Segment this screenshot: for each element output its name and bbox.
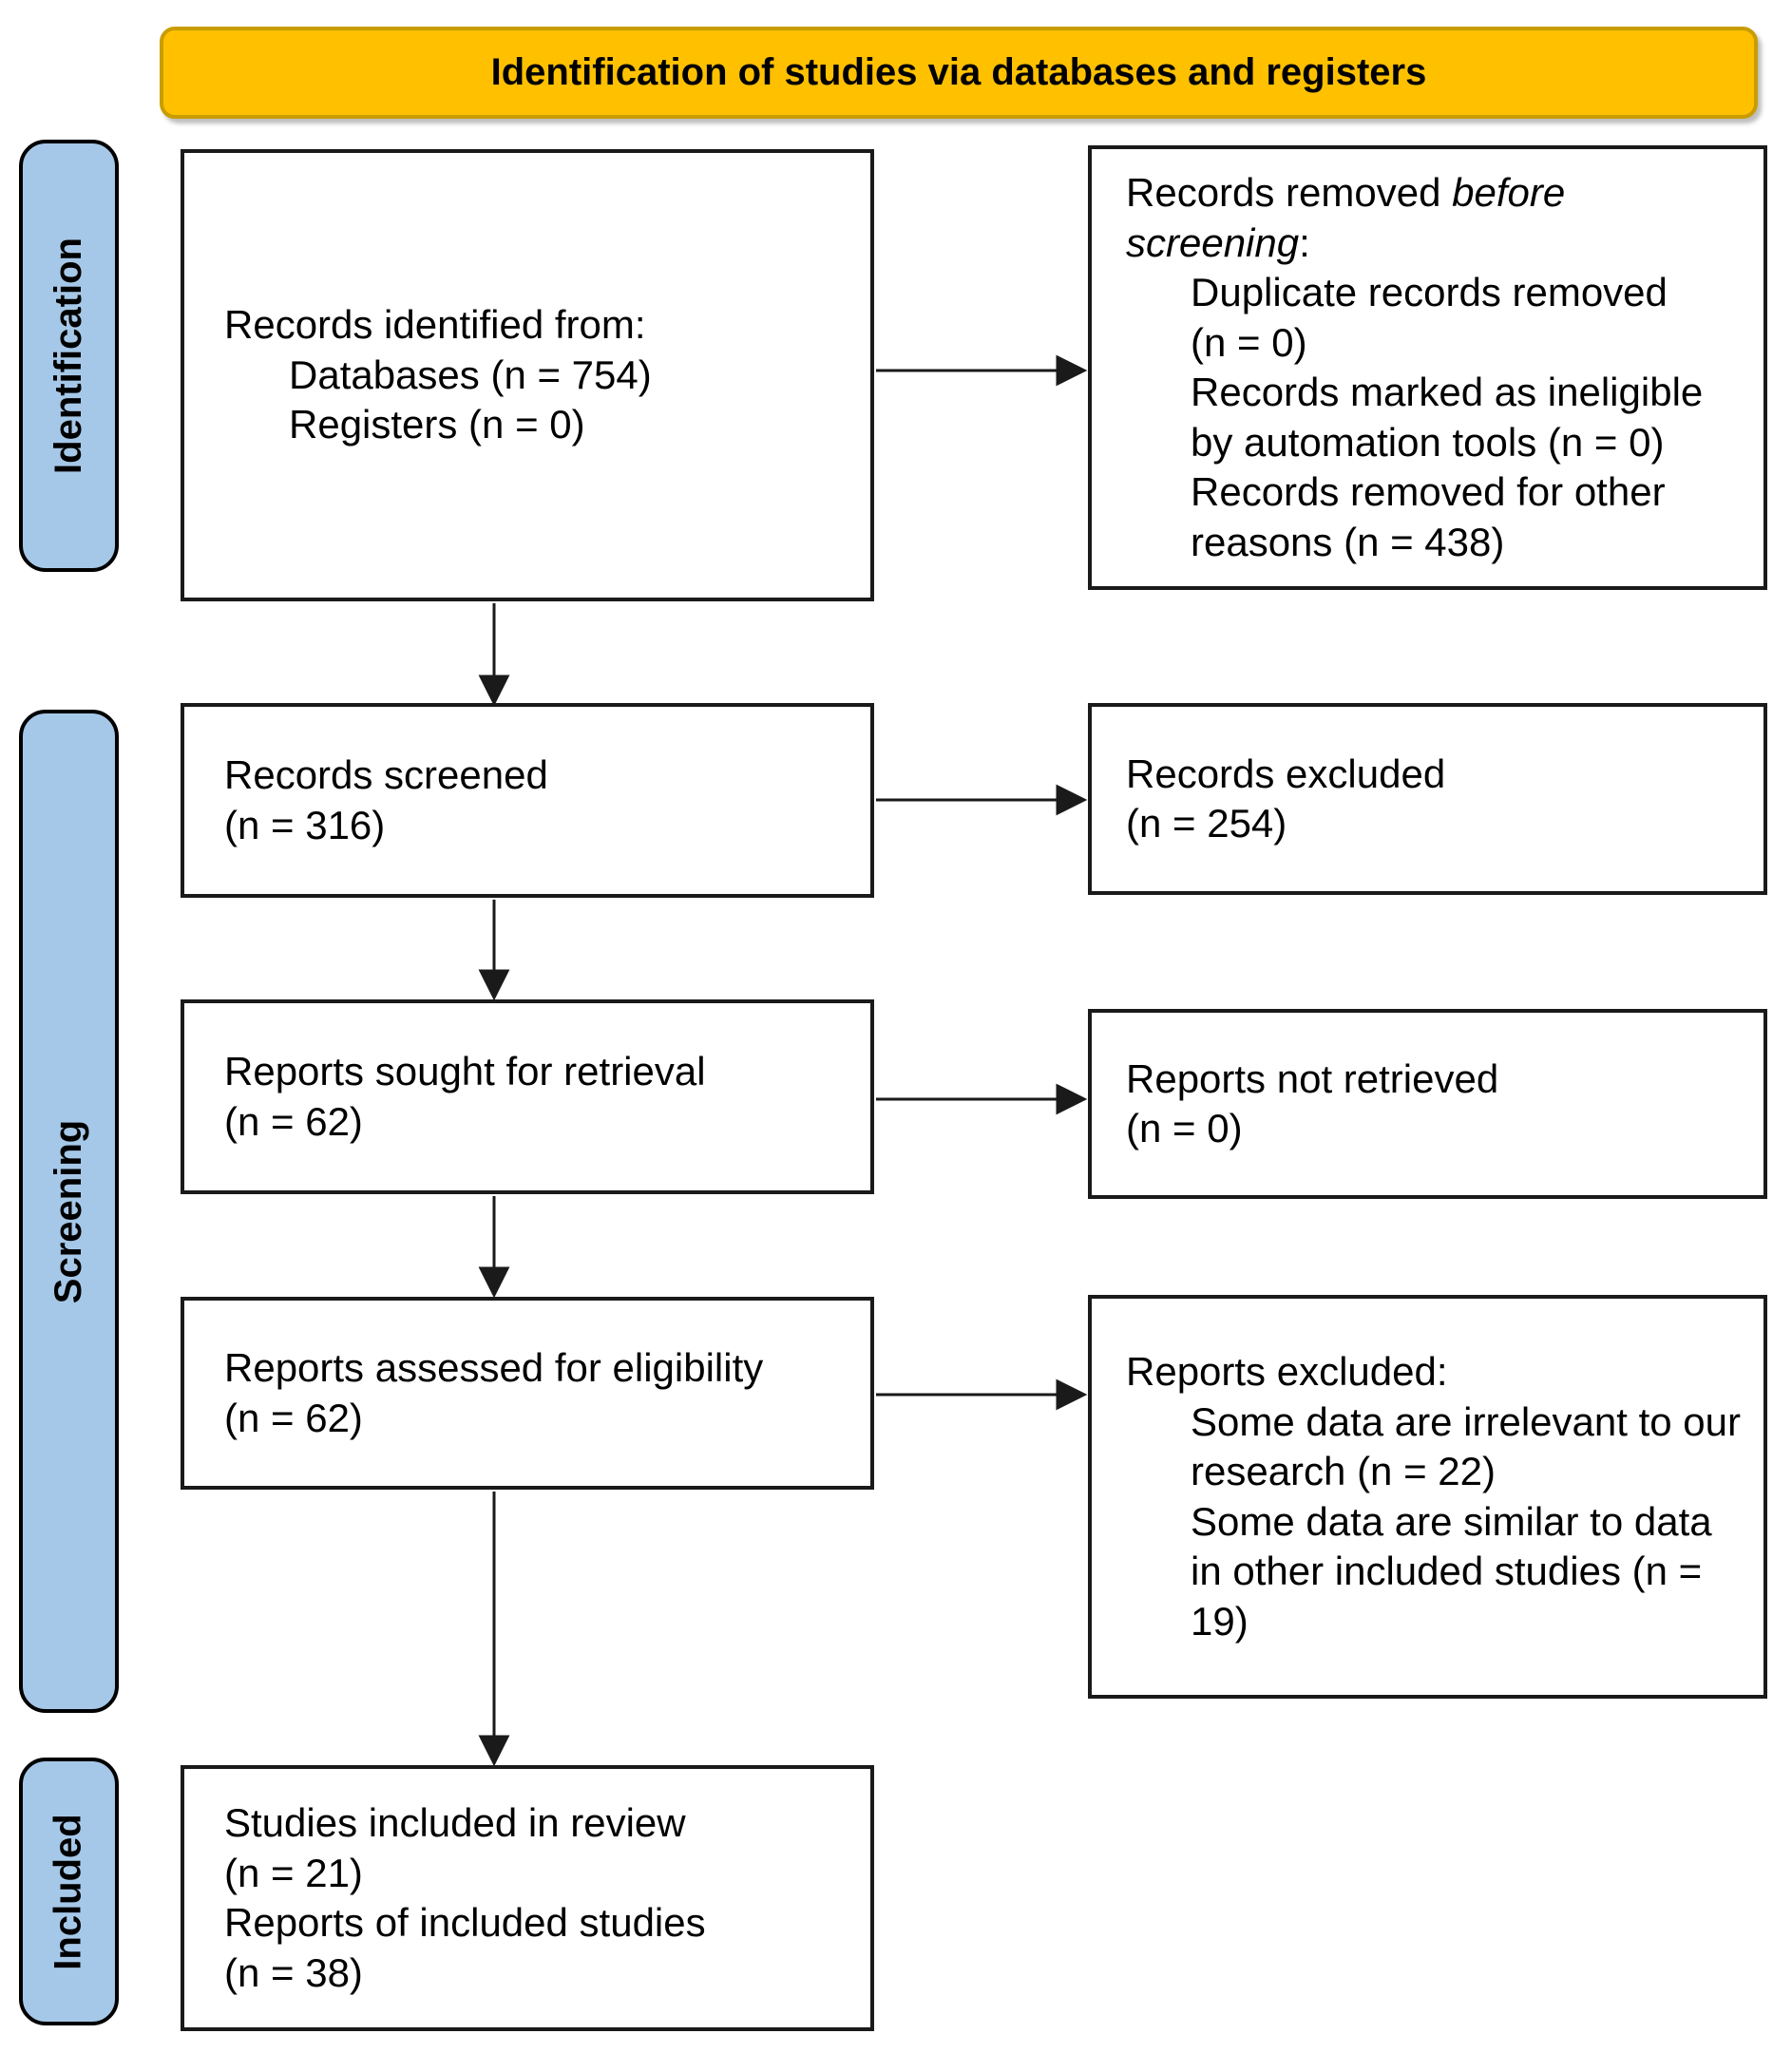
reports-not-retrieved-label: Reports not retrieved <box>1126 1055 1499 1101</box>
arrow-sought-to-assessed <box>478 1196 510 1299</box>
studies-included-line: (n = 38) <box>224 1949 363 1995</box>
header-banner-title: Identification of studies via databases … <box>490 51 1427 93</box>
stage-included: Included <box>19 1758 119 2025</box>
stage-identification: Identification <box>19 140 119 572</box>
reports-sought-box: Reports sought for retrieval (n = 62) <box>181 999 874 1194</box>
reports-assessed-label: Reports assessed for eligibility <box>224 1345 764 1390</box>
reports-not-retrieved-box: Reports not retrieved (n = 0) <box>1088 1009 1767 1199</box>
reports-excluded-item: Some data are similar to data in other i… <box>1191 1498 1712 1644</box>
studies-included-line: Studies included in review <box>224 1800 686 1845</box>
reports-not-retrieved-count: (n = 0) <box>1126 1106 1243 1150</box>
arrow-identified-to-screened <box>478 603 510 707</box>
records-removed-title-line2: screening: <box>1126 219 1310 265</box>
stage-screening: Screening <box>19 710 119 1713</box>
records-identified-item: Registers (n = 0) <box>289 402 585 447</box>
arrow-assessed-to-included <box>478 1492 510 1767</box>
reports-sought-count: (n = 62) <box>224 1098 363 1144</box>
records-screened-count: (n = 316) <box>224 802 386 847</box>
arrow-identified-to-removed <box>876 354 1088 387</box>
records-screened-box: Records screened (n = 316) <box>181 703 874 898</box>
studies-included-line: (n = 21) <box>224 1850 363 1895</box>
records-removed-item: Duplicate records removed (n = 0) <box>1191 270 1668 365</box>
records-identified-box: Records identified from: Databases (n = … <box>181 149 874 601</box>
records-identified-title: Records identified from: <box>224 302 646 348</box>
arrow-screened-to-sought <box>478 900 510 1001</box>
records-identified-item: Databases (n = 754) <box>289 352 652 397</box>
reports-excluded-item: Some data are irrelevant to our research… <box>1191 1398 1741 1494</box>
records-removed-title-line1: Records removed before <box>1126 170 1566 215</box>
reports-excluded-box: Reports excluded: Some data are irreleva… <box>1088 1295 1767 1699</box>
arrow-sought-to-not-retrieved <box>876 1083 1088 1115</box>
records-excluded-box: Records excluded (n = 254) <box>1088 703 1767 895</box>
records-excluded-count: (n = 254) <box>1126 801 1287 846</box>
records-removed-item: Records marked as ineligible by automati… <box>1191 370 1704 465</box>
records-excluded-label: Records excluded <box>1126 751 1446 796</box>
arrow-assessed-to-reports-excluded <box>876 1378 1088 1411</box>
studies-included-line: Reports of included studies <box>224 1900 706 1945</box>
reports-excluded-title: Reports excluded: <box>1126 1349 1448 1394</box>
records-removed-box: Records removed before screening: Duplic… <box>1088 145 1767 590</box>
records-screened-label: Records screened <box>224 752 548 797</box>
reports-assessed-count: (n = 62) <box>224 1395 363 1440</box>
reports-sought-label: Reports sought for retrieval <box>224 1049 706 1093</box>
reports-assessed-box: Reports assessed for eligibility (n = 62… <box>181 1297 874 1490</box>
studies-included-box: Studies included in review (n = 21) Repo… <box>181 1765 874 2031</box>
header-banner: Identification of studies via databases … <box>160 27 1758 119</box>
records-removed-item: Records removed for other reasons (n = 4… <box>1191 469 1666 564</box>
arrow-screened-to-excluded <box>876 784 1088 816</box>
